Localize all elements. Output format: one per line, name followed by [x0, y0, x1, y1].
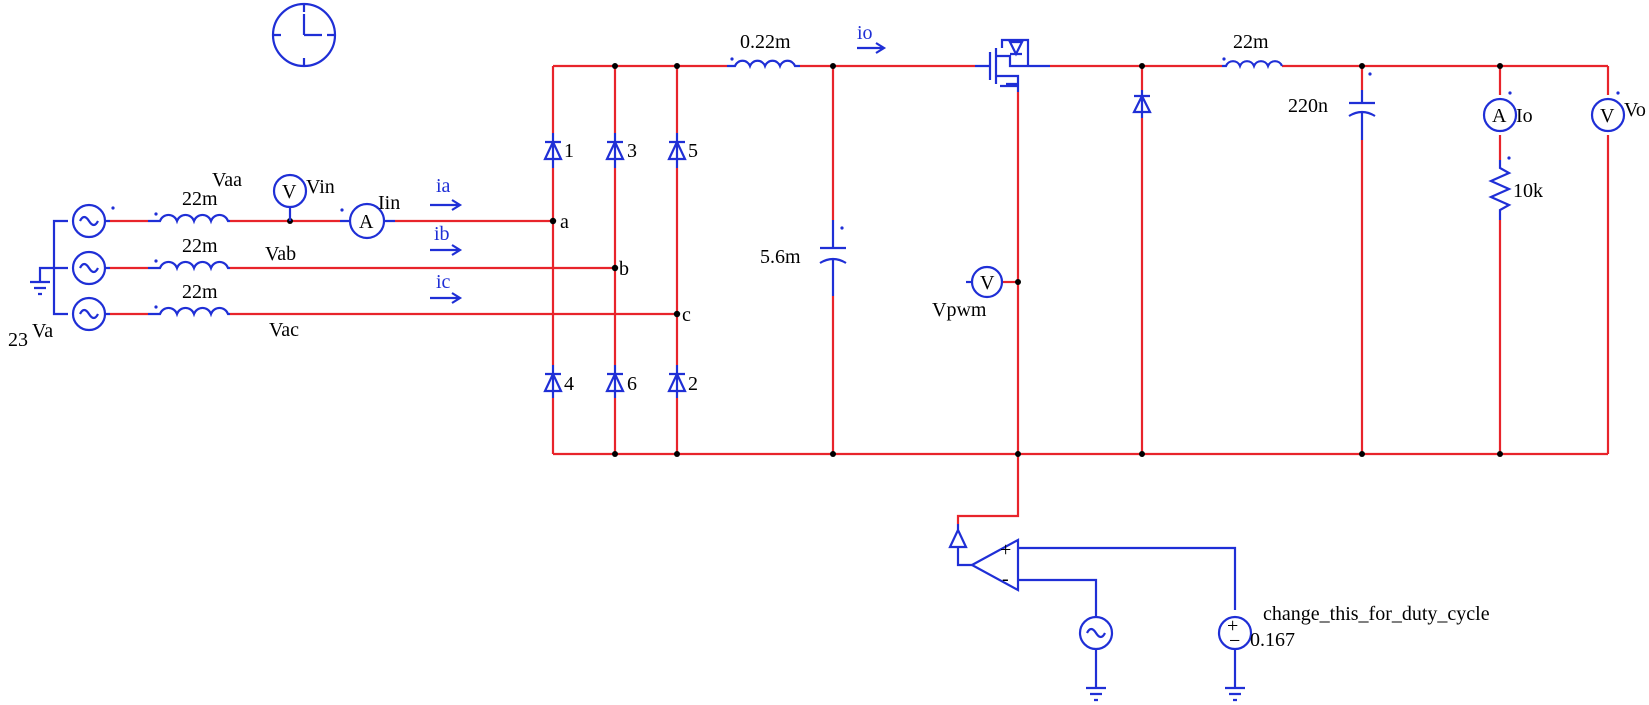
junction-nodes — [287, 63, 1503, 457]
wires — [110, 64, 1610, 524]
output-capacitor-label: 220n — [1288, 95, 1328, 117]
diode-icon — [605, 365, 625, 398]
vin-meter-symbol: V — [282, 181, 297, 203]
diode-icon — [605, 133, 625, 168]
diode-label-1: 1 — [564, 140, 574, 162]
diode-icon — [667, 365, 687, 398]
comparator-plus-label: + — [1000, 539, 1011, 561]
current-label-ia: ia — [436, 175, 451, 197]
line-label-vaa: Vaa — [212, 169, 242, 191]
clock-icon — [271, 2, 337, 68]
current-label-ib: ib — [434, 223, 450, 245]
current-label-io: io — [857, 22, 873, 44]
current-arrow-io — [857, 42, 887, 54]
diode-label-2: 2 — [688, 373, 698, 395]
input-inductor-label-b: 22m — [182, 235, 218, 257]
voltmeter-icon — [966, 265, 1004, 299]
comparator-icon — [969, 538, 1237, 617]
current-arrow-ic — [430, 292, 463, 304]
dc-link-inductor-label: 0.22m — [740, 31, 791, 53]
dc-source-icon — [1217, 615, 1253, 688]
voltmeter-icon — [1590, 91, 1626, 133]
diode-icon — [543, 365, 563, 398]
dc-link-capacitor-label: 5.6m — [760, 246, 801, 268]
igbt-icon — [975, 38, 1050, 92]
dc-source-plus: + — [1227, 615, 1238, 637]
vin-meter-name: Vin — [306, 176, 335, 198]
comparator-minus-label: - — [1002, 568, 1009, 590]
diode-label-5: 5 — [688, 140, 698, 162]
inductor-icon — [148, 212, 230, 225]
diode-icon — [667, 133, 687, 168]
ac-source-icon — [71, 203, 107, 239]
ac-source-icon — [1078, 615, 1114, 688]
node-label-b: b — [619, 258, 629, 280]
load-resistor-label: 10k — [1513, 180, 1543, 202]
source-name-label: Va — [32, 320, 53, 342]
vpwm-meter-name: Vpwm — [932, 299, 987, 321]
current-arrow-ia — [430, 199, 463, 211]
dc-source-value: 0.167 — [1250, 629, 1295, 651]
iin-meter-name: Iin — [378, 192, 400, 214]
node-label-a: a — [560, 211, 569, 233]
current-label-ic: ic — [436, 271, 451, 293]
ac-source-icon — [71, 250, 107, 286]
node-label-c: c — [682, 304, 691, 326]
input-inductor-label-c: 22m — [182, 281, 218, 303]
capacitor-icon — [1348, 72, 1376, 140]
inductor-icon — [148, 305, 230, 318]
ammeter-icon — [1482, 91, 1518, 133]
inductor-icon — [1222, 57, 1284, 70]
ground-icon — [1225, 686, 1245, 702]
inductor-icon — [148, 259, 230, 272]
input-inductor-label-a: 22m — [182, 188, 218, 210]
gate-driver-icon — [948, 524, 972, 567]
dc-source-minus: − — [1229, 630, 1240, 652]
voltmeter-icon — [272, 173, 308, 221]
three-phase-source — [30, 203, 115, 332]
current-arrow-ib — [430, 244, 463, 256]
dc-source-label: change_this_for_duty_cycle — [1263, 603, 1490, 625]
diode-label-4: 4 — [564, 373, 574, 395]
diode-icon — [1132, 90, 1152, 118]
io-meter-symbol: A — [1492, 105, 1507, 127]
vo-meter-symbol: V — [1600, 105, 1615, 127]
line-label-vab: Vab — [265, 243, 296, 265]
source-value-label: 23 — [8, 329, 28, 351]
inductor-icon — [727, 57, 800, 70]
diode-icon — [543, 133, 563, 168]
vo-meter-name: Vo — [1624, 99, 1646, 121]
line-label-vac: Vac — [269, 319, 299, 341]
io-meter-name: Io — [1516, 105, 1533, 127]
ammeter-icon — [340, 202, 395, 240]
ac-source-icon — [71, 296, 107, 332]
capacitor-icon — [819, 220, 847, 296]
output-inductor-label: 22m — [1233, 31, 1269, 53]
ground-icon — [1086, 686, 1106, 702]
diode-label-3: 3 — [627, 140, 637, 162]
vpwm-meter-symbol: V — [980, 272, 995, 294]
resistor-icon — [1488, 156, 1512, 220]
diode-label-6: 6 — [627, 373, 637, 395]
iin-meter-symbol: A — [359, 211, 374, 233]
